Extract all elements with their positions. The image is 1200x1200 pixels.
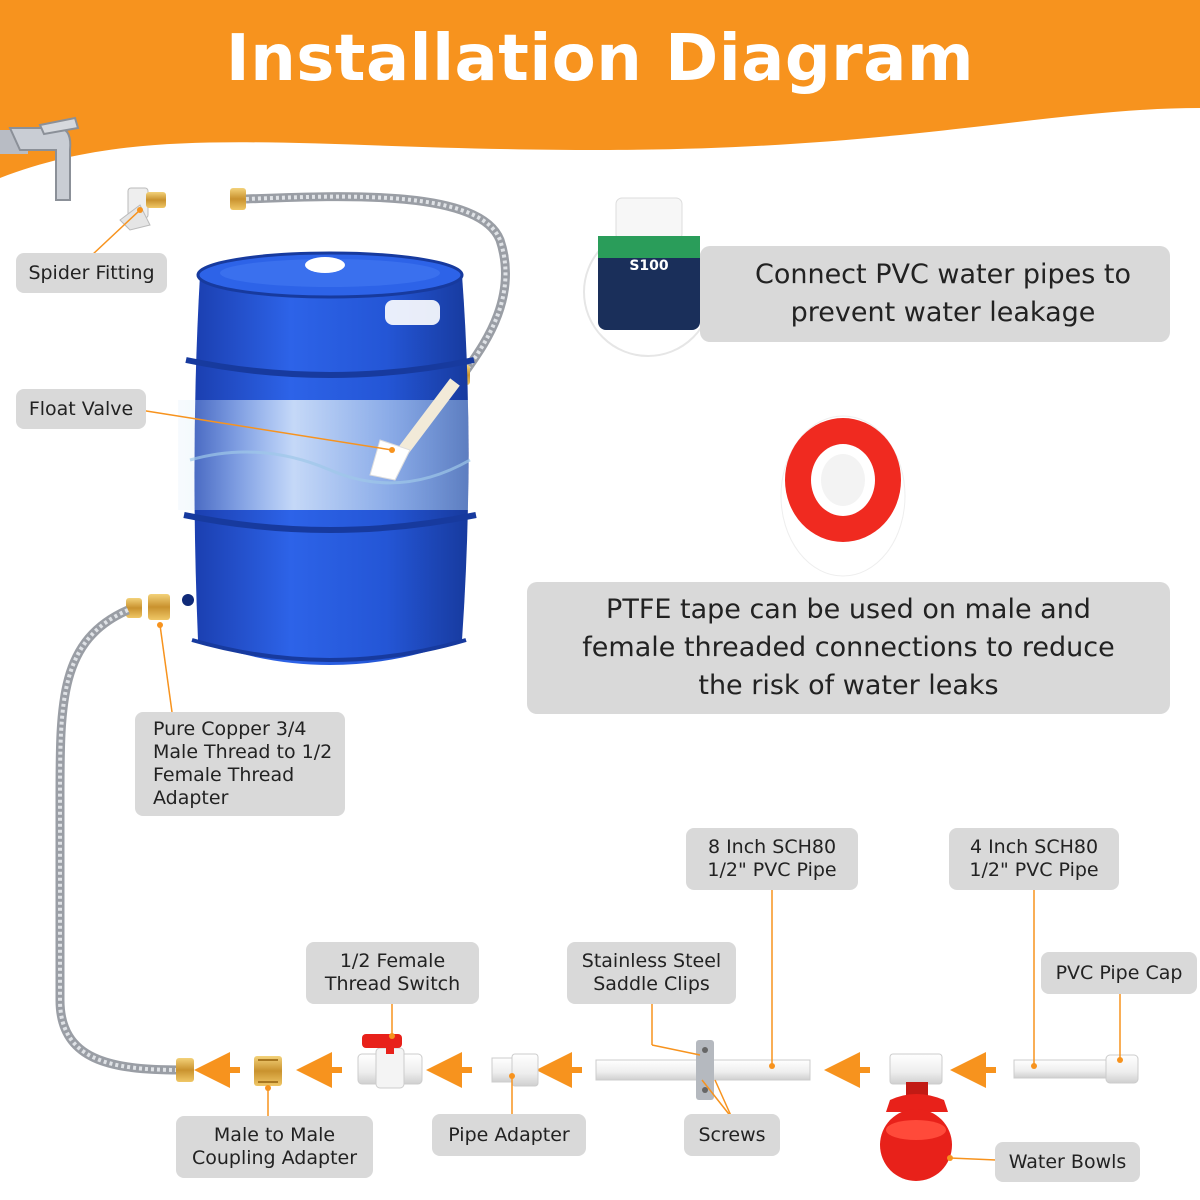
label-pipe-8inch: 8 Inch SCH80 1/2" PVC Pipe xyxy=(686,828,858,890)
label-water-bowls: Water Bowls xyxy=(995,1142,1140,1182)
faucet-icon xyxy=(0,116,80,201)
ball-valve-icon xyxy=(357,1034,423,1089)
pipe-adapter-icon xyxy=(491,1053,539,1087)
label-male-coupling: Male to Male Coupling Adapter xyxy=(176,1116,373,1178)
float-valve-icon xyxy=(369,378,460,481)
label-screws: Screws xyxy=(684,1114,780,1156)
water-bowl-icon xyxy=(880,1082,952,1181)
pipe-cap-icon xyxy=(1105,1054,1139,1084)
barrel-icon xyxy=(178,251,477,665)
label-float-valve: Float Valve xyxy=(16,389,146,429)
label-pipe-cap: PVC Pipe Cap xyxy=(1041,952,1197,994)
label-pipe-4inch: 4 Inch SCH80 1/2" PVC Pipe xyxy=(949,828,1119,890)
braided-hose-long-icon xyxy=(55,605,194,1082)
ptfe-tape-icon xyxy=(780,415,906,577)
note-pvc-glue: Connect PVC water pipes to prevent water… xyxy=(700,246,1170,342)
label-pipe-adapter: Pipe Adapter xyxy=(432,1114,586,1156)
male-coupling-icon xyxy=(254,1056,282,1086)
label-spider-fitting: Spider Fitting xyxy=(16,253,167,293)
page-title: Installation Diagram xyxy=(225,22,975,96)
saddle-clip-icon xyxy=(696,1040,714,1100)
glue-can-label: S100 xyxy=(629,258,669,274)
label-copper-adapter: Pure Copper 3/4 Male Thread to 1/2 Femal… xyxy=(135,712,345,816)
pvc-glue-can-icon: S100 xyxy=(583,197,713,357)
tee-fitting-icon xyxy=(889,1053,943,1085)
label-saddle-clips: Stainless Steel Saddle Clips xyxy=(567,942,736,1004)
header-banner xyxy=(0,0,1200,178)
pvc-pipe-4inch-icon xyxy=(1013,1059,1111,1079)
copper-adapter-icon xyxy=(126,594,170,620)
spider-fitting-icon xyxy=(119,187,166,231)
note-ptfe-tape: PTFE tape can be used on male and female… xyxy=(527,582,1170,714)
label-female-switch: 1/2 Female Thread Switch xyxy=(306,942,479,1004)
